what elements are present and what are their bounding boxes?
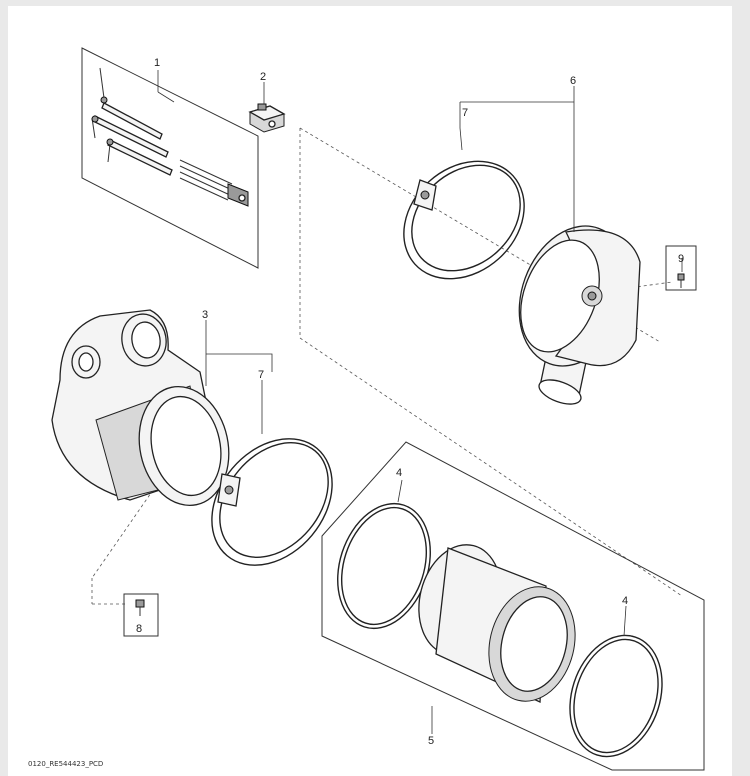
v-band-clamp-upper (403, 160, 525, 280)
dpf-filter-core (418, 544, 576, 703)
callout-7-lower: 7 (258, 369, 264, 381)
callout-3: 3 (202, 309, 208, 321)
bolt-box-9 (665, 245, 697, 291)
callout-leaders (157, 70, 683, 734)
sensor-kit-panel (81, 47, 259, 269)
callout-4-left: 4 (396, 467, 402, 479)
wire-harness (179, 159, 249, 207)
dpf-outlet-canister (518, 225, 641, 405)
callout-6: 6 (570, 75, 576, 87)
inlet-elbow-housing (51, 309, 230, 507)
callout-4-right: 4 (622, 595, 628, 607)
callout-labels: 1 2 6 7 9 3 7 4 4 8 5 (136, 57, 684, 747)
gasket-right (569, 634, 663, 758)
callout-1: 1 (154, 57, 160, 69)
callout-5: 5 (428, 735, 434, 747)
callout-9: 9 (678, 253, 684, 265)
temperature-sensor-probes (91, 67, 173, 176)
dpf-kit-frame (321, 441, 705, 771)
callout-8: 8 (136, 623, 142, 635)
callout-7-upper: 7 (462, 107, 468, 119)
drawing-code: 0120_RE544423_PCD (28, 760, 103, 768)
connector-module (248, 103, 286, 133)
callout-2: 2 (260, 71, 266, 83)
bolt-box-8 (123, 593, 159, 637)
v-band-clamp-lower (211, 438, 333, 566)
